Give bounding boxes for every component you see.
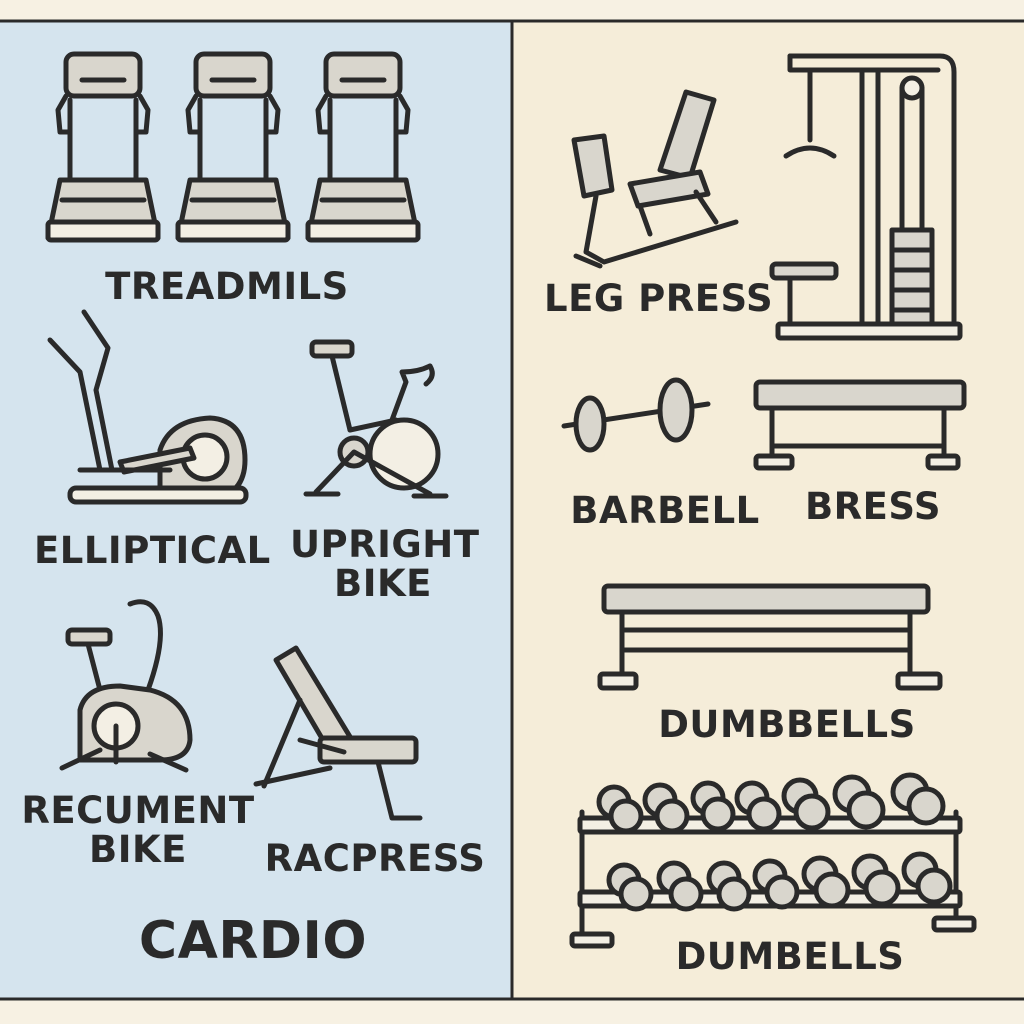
adjustable-bench-icon: [253, 645, 423, 821]
leg-press-label: LEG PRESS: [544, 277, 774, 320]
recumbent-bike-label-line1: RECUMENT: [21, 789, 255, 832]
barbell-icon: [561, 377, 711, 453]
upright-bike-icon: [303, 339, 449, 499]
racpress-label: RACPRESS: [264, 837, 486, 880]
upright-bike-label-line1: UPRIGHT: [290, 523, 480, 566]
long-bench-icon: [597, 583, 943, 691]
barbell-label: BARBELL: [570, 489, 760, 532]
bress-label: BRESS: [804, 485, 942, 528]
dumbells-rack-label: DUMBELLS: [675, 935, 905, 978]
cable-machine-icon: [769, 53, 963, 341]
dumbbell-rack-icon: [569, 772, 977, 949]
upright-bike-label-line2: BIKE: [334, 561, 432, 605]
dumbbells-label: DUMBBELLS: [658, 703, 916, 746]
flat-bench-icon: [753, 379, 967, 471]
treadmill-icon: [175, 51, 291, 243]
leg-press-icon: [571, 89, 739, 269]
cardio-title: CARDIO: [138, 911, 368, 971]
elliptical-label: ELLIPTICAL: [34, 529, 271, 572]
recumbent-bike-icon: [59, 599, 193, 773]
treadmill-icon: [305, 51, 421, 243]
recumbent-bike-label: RECUMENT BIKE: [18, 789, 258, 871]
recumbent-bike-label-line2: BIKE: [89, 827, 187, 871]
treadmills-label: TREADMILS: [105, 265, 349, 308]
treadmill-icon: [45, 51, 161, 243]
upright-bike-label: UPRIGHT BIKE: [290, 523, 480, 605]
elliptical-icon: [47, 309, 249, 505]
